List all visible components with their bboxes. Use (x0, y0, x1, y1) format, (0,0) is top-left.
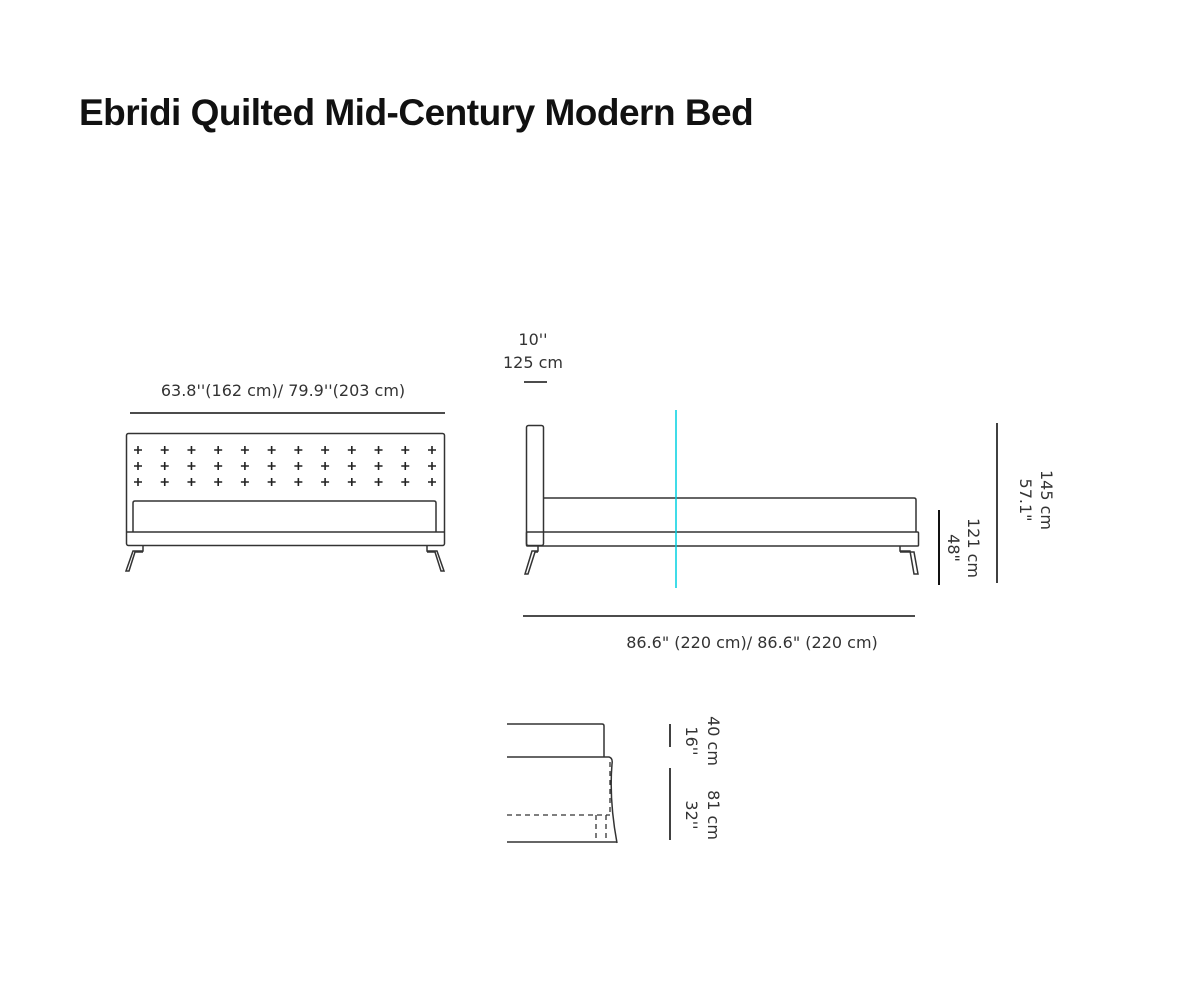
tuft-button-icon (321, 462, 330, 470)
tuft-button-icon (160, 462, 169, 470)
side-back-leg (899, 546, 919, 575)
top-height-in: 16'' (682, 726, 701, 755)
side-headboard (525, 424, 545, 547)
tuft-button-icon (214, 462, 223, 470)
tuft-button-icon (321, 446, 330, 454)
tuft-button-icon (240, 446, 249, 454)
tuft-button-icon (401, 446, 410, 454)
detail-hidden-leg (595, 815, 607, 842)
total-height-cm: 145 cm (1037, 470, 1056, 530)
front-view: 63.8''(162 cm)/ 79.9''(203 cm) (124, 381, 446, 572)
tuft-button-icon (160, 446, 169, 454)
tuft-button-icon (134, 478, 142, 486)
page-title: Ebridi Quilted Mid-Century Modern Bed (79, 92, 754, 133)
tuft-button-icon (267, 446, 276, 454)
side-view: 10'' 125 cm 86.6" (220 cm)/ 86.6" (220 c… (503, 330, 1056, 652)
tuft-button-icon (160, 478, 169, 486)
tuft-button-icon (214, 446, 223, 454)
base-height-cm: 81 cm (704, 790, 723, 840)
front-width-label: 63.8''(162 cm)/ 79.9''(203 cm) (161, 381, 405, 400)
headboard-height-in: 48" (944, 534, 963, 562)
tuft-button-icon (428, 446, 436, 454)
total-height-in: 57.1" (1016, 479, 1035, 522)
tuft-button-icon (374, 446, 383, 454)
detail-top-section (507, 723, 605, 757)
tuft-button-icon (321, 478, 330, 486)
detail-base-section (507, 756, 618, 844)
tuft-button-icon (187, 462, 196, 470)
tuft-button-icon (428, 462, 436, 470)
headboard (125, 432, 446, 547)
top-height-cm: 40 cm (704, 716, 723, 766)
front-right-leg (426, 546, 446, 572)
tuft-button-icon (347, 462, 356, 470)
tufting-grid (134, 446, 436, 486)
tuft-button-icon (401, 478, 410, 486)
side-mattress (544, 497, 917, 532)
tuft-button-icon (267, 462, 276, 470)
tuft-button-icon (134, 446, 142, 454)
headboard-depth-cm: 125 cm (503, 353, 563, 372)
tuft-button-icon (401, 462, 410, 470)
tuft-button-icon (214, 478, 223, 486)
tuft-button-icon (294, 478, 303, 486)
tuft-button-icon (240, 462, 249, 470)
tuft-button-icon (294, 462, 303, 470)
tuft-button-icon (134, 462, 142, 470)
base-height-in: 32'' (682, 800, 701, 829)
tuft-button-icon (347, 446, 356, 454)
headboard-depth-in: 10'' (518, 330, 547, 349)
tuft-button-icon (187, 446, 196, 454)
length-label: 86.6" (220 cm)/ 86.6" (220 cm) (626, 633, 878, 652)
tuft-button-icon (187, 478, 196, 486)
side-front-leg (523, 546, 539, 575)
tuft-button-icon (347, 478, 356, 486)
side-base-rail (525, 531, 920, 547)
tuft-button-icon (267, 478, 276, 486)
detail-view: 40 cm 16'' 81 cm 32'' (507, 716, 723, 844)
front-left-leg (124, 546, 144, 572)
tuft-button-icon (240, 478, 249, 486)
tuft-button-icon (374, 462, 383, 470)
tuft-button-icon (294, 446, 303, 454)
front-mattress (132, 500, 437, 532)
tuft-button-icon (428, 478, 436, 486)
headboard-height-cm: 121 cm (964, 518, 983, 578)
tuft-button-icon (374, 478, 383, 486)
